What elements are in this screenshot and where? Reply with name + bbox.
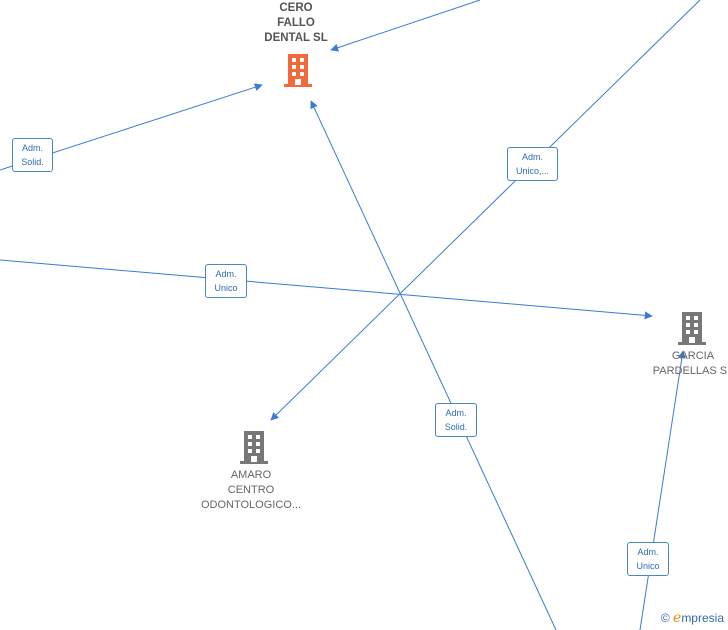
edge-left-to-garcia xyxy=(0,259,653,320)
relation-label[interactable]: Adm. Unico xyxy=(627,542,669,576)
node-label-main: CERO FALLO DENTAL SL xyxy=(264,2,328,44)
relation-label[interactable]: Adm. Unico,... xyxy=(507,147,558,181)
brand-logo-initial: e xyxy=(673,610,682,626)
relation-label[interactable]: Adm. Solid. xyxy=(12,138,53,172)
building-icon[interactable] xyxy=(238,429,270,465)
building-icon[interactable] xyxy=(676,310,708,346)
edge-top-right-to-main xyxy=(330,0,481,52)
edge-bottom-to-main xyxy=(310,100,557,630)
brand-logo-text: mpresia xyxy=(681,611,724,625)
relation-label[interactable]: Adm. Unico xyxy=(205,264,247,298)
relation-label[interactable]: Adm. Solid. xyxy=(435,403,477,437)
brand-footer: © empresia xyxy=(661,610,724,626)
copyright-icon: © xyxy=(660,611,670,625)
building-icon[interactable] xyxy=(282,52,314,88)
edge-bottom-to-garcia xyxy=(639,350,686,630)
edge-topright-to-amaro xyxy=(270,0,701,421)
node-label-amaro: AMARO CENTRO ODONTOLOGICO... xyxy=(200,469,302,511)
node-label-garcia: GARCIA PARDELLAS SL xyxy=(652,350,728,377)
